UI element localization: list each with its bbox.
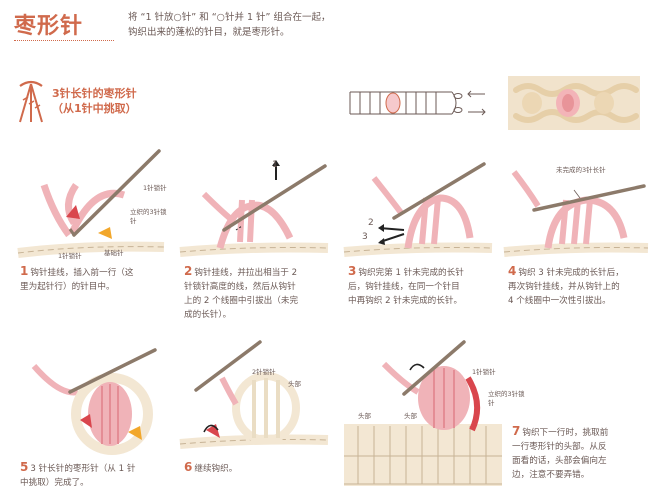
step-3-illustration — [343, 162, 493, 257]
label-head-2: 头部 — [358, 412, 371, 420]
label-unfinished-3: 未完成的3针长针 — [556, 166, 606, 174]
step-2-line-3: 上的 2 个线圈中引拔出（未完 — [184, 296, 299, 306]
label-two-chain: 2针锁针 — [252, 368, 276, 376]
step-6-line-1-text: 继续钩织。 — [194, 464, 238, 474]
label-one-chain: 1针锁针 — [143, 184, 167, 192]
sample-photo — [508, 76, 640, 130]
page-title: 枣形针 — [14, 14, 84, 39]
intro-line-2: 钩织出来的蓬松的针目，就是枣形针。 — [128, 27, 290, 38]
step-1-line-2: 里为起针行）的针目中。 — [20, 282, 115, 292]
step-7-line-3: 面看的话，头部会偏向左 — [512, 456, 607, 466]
arrow-label-2: 2 — [368, 218, 374, 228]
label-head: 头部 — [288, 380, 301, 388]
step-6-number: 6 — [184, 460, 193, 474]
label-one-chain-3: 1针锁针 — [472, 368, 496, 376]
step-7-line-2: 一行枣形针的头部。从反 — [512, 442, 607, 452]
arrow-label-1: 1 — [272, 160, 278, 170]
step-3-number: 3 — [348, 264, 357, 278]
step-4-line-2: 再次钩针挂线，并从钩针上的 — [508, 282, 620, 292]
step-6-illustration — [179, 340, 329, 449]
bobble-stitch-symbol-icon — [19, 80, 43, 123]
step-1-number: 1 — [20, 264, 29, 278]
symbol-chart — [349, 90, 486, 116]
arrow-label-3: 3 — [362, 232, 368, 242]
label-base-stitch: 基础针 — [104, 249, 124, 257]
step-3-line-3: 中再钩织 2 针未完成的长针。 — [348, 296, 463, 306]
step-1-illustration — [17, 149, 165, 258]
step-2-number: 2 — [184, 264, 193, 278]
step-5-illustration — [31, 348, 157, 455]
step-2-illustration — [179, 160, 329, 257]
step-4-line-1-text: 钩织 3 针未完成的长针后， — [518, 268, 624, 278]
step-3-line-2: 后，钩针挂线，在同一个针目 — [348, 282, 460, 292]
step-4-illustration — [503, 170, 649, 257]
label-one-chain-2: 1针锁针 — [58, 252, 82, 260]
step-5-line-1-text: 3 针长针的枣形针（从 1 针 — [30, 464, 136, 474]
step-7-number: 7 — [512, 424, 521, 438]
step-7-illustration — [344, 340, 502, 486]
step-3-line-1-text: 钩织完第 1 针未完成的长针 — [358, 268, 464, 278]
intro-text: 将 “1 针放○针” 和 “○针并 1 针” 组合在一起， 钩织出来的蓬松的针目… — [128, 10, 331, 40]
step-2-line-4: 成的长针）。 — [184, 310, 232, 320]
label-standing-3ch: 立织的3针锁针 — [130, 208, 167, 225]
label-head-3: 头部 — [404, 412, 417, 420]
step-5-number: 5 — [20, 460, 29, 474]
step-2-line-1-text: 钩针挂线，并拉出相当于 2 — [194, 268, 298, 278]
step-2-line-2: 针锁针高度的线，然后从钩针 — [184, 282, 296, 292]
step-5-line-2: 中挑取）完成了。 — [20, 478, 89, 488]
intro-line-1: 将 “1 针放○针” 和 “○针并 1 针” 组合在一起， — [128, 12, 331, 23]
step-4-line-3: 4 个线圈中一次性引拔出。 — [508, 296, 611, 306]
step-4-number: 4 — [508, 264, 517, 278]
section-title-line-1: 3针长针的枣形针 — [52, 87, 137, 100]
section-title: 3针长针的枣形针 （从1针中挑取） — [52, 86, 137, 116]
step-1-line-1-text: 钩针挂线，插入前一行（这 — [30, 268, 134, 278]
title-divider — [14, 40, 114, 41]
section-title-line-2: （从1针中挑取） — [52, 102, 137, 115]
step-7-line-1-text: 钩织下一行时，挑取前 — [522, 428, 609, 438]
label-standing-3ch-2: 立织的3针锁针 — [488, 390, 525, 407]
step-7-line-4: 边，注意不要弄错。 — [512, 470, 590, 480]
